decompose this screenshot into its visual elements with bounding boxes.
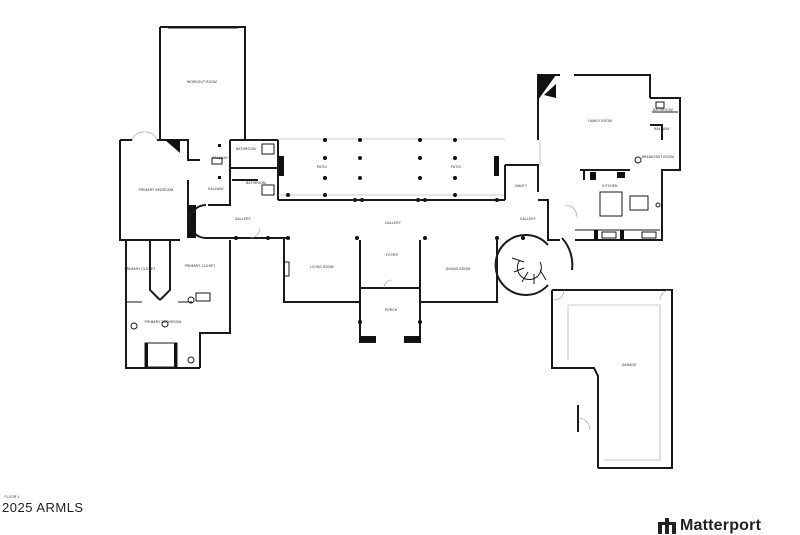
label-gallery-center: GALLERY bbox=[385, 221, 402, 225]
label-bathroom-mid: BATHROOM bbox=[246, 181, 266, 185]
workout-room bbox=[159, 26, 246, 140]
matterport-mark-icon bbox=[658, 518, 676, 534]
label-vanity: VANITY bbox=[515, 184, 528, 188]
floor-tag: FLOOR 1 bbox=[4, 495, 19, 499]
label-family-room: FAMILY ROOM bbox=[588, 119, 612, 123]
porch bbox=[358, 302, 422, 343]
label-foyer: FOYER bbox=[386, 253, 398, 257]
label-living-room: LIVING ROOM bbox=[310, 265, 334, 269]
label-patio-right: PATIO bbox=[451, 165, 461, 169]
stair-vanity bbox=[494, 204, 578, 296]
label-primary-bathroom: PRIMARY BATHROOM bbox=[145, 320, 182, 324]
brand-name: Matterport bbox=[680, 517, 762, 534]
copyright-text: 2025 ARMLS bbox=[2, 500, 84, 515]
label-primary-closet-right: PRIMARY CLOSET bbox=[185, 264, 216, 268]
label-patio-left: PATIO bbox=[317, 165, 327, 169]
label-porch: PORCH bbox=[385, 308, 398, 312]
brand-logo: Matterport bbox=[658, 517, 761, 535]
label-primary-bedroom: PRIMARY BEDROOM bbox=[139, 188, 174, 192]
label-hallway-small: HALLWAY bbox=[208, 187, 225, 191]
garage bbox=[551, 289, 673, 469]
gallery bbox=[188, 164, 545, 240]
primary-suite-lower bbox=[125, 240, 231, 369]
label-hallway-right: HALLWAY bbox=[654, 127, 671, 131]
patio bbox=[278, 138, 505, 202]
label-primary-closet-left: PRIMARY CLOSET bbox=[125, 267, 156, 271]
room-labels: WORKOUT ROOM PRIMARY BEDROOM BATHROOM BA… bbox=[4, 80, 674, 499]
label-bathroom-top: BATHROOM bbox=[236, 147, 256, 151]
east-wing bbox=[537, 74, 681, 241]
label-gallery-left: GALLERY bbox=[235, 217, 252, 221]
label-gallery-right: GALLERY bbox=[520, 217, 537, 221]
label-hallway-left: HALLWAY bbox=[212, 156, 229, 160]
label-dining-room: DINING ROOM bbox=[446, 267, 470, 271]
label-workout-room: WORKOUT ROOM bbox=[187, 80, 217, 84]
label-kitchen: KITCHEN bbox=[602, 184, 618, 188]
primary-bedroom bbox=[119, 131, 200, 241]
label-garage: GARAGE bbox=[622, 363, 637, 367]
label-bathroom-right: BATHROOM bbox=[653, 108, 673, 112]
label-breakfast-room: BREAKFAST ROOM bbox=[642, 155, 674, 159]
